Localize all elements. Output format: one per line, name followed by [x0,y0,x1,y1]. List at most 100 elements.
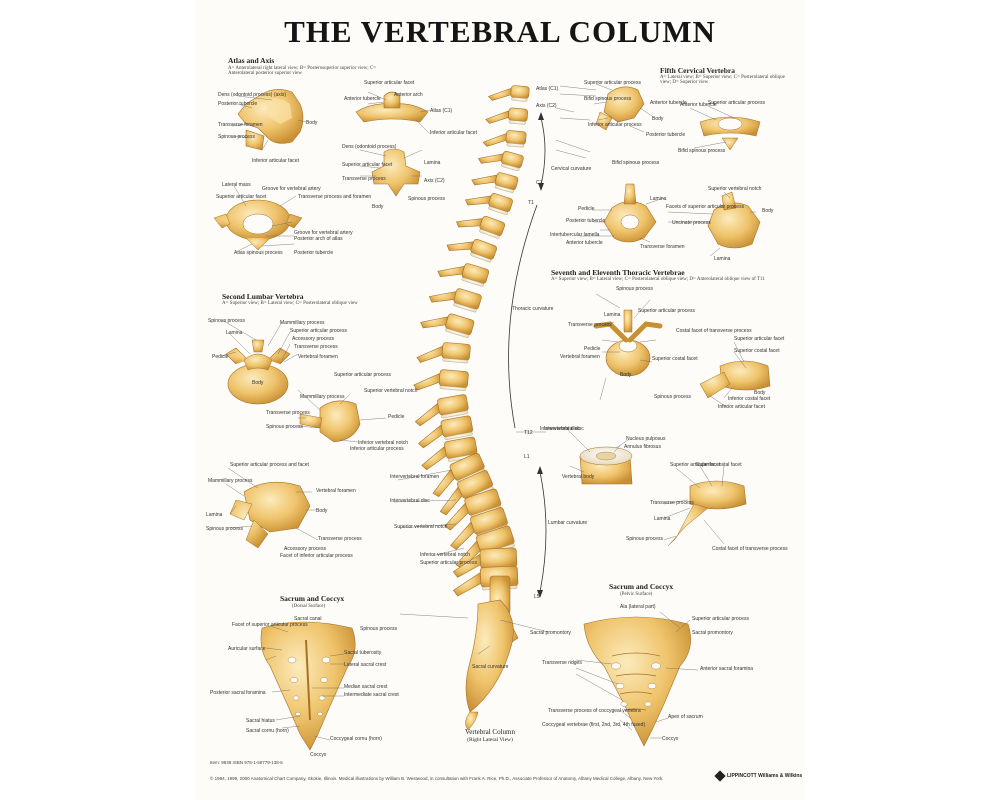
label: Coccyx [662,736,679,742]
second-lumbar-illustrations [225,339,361,549]
label: Inferior articular facet [252,158,299,164]
label: Inferior vertebral notch [420,552,471,558]
poster-title: THE VERTEBRAL COLUMN [284,14,716,49]
label: Superior articular process [420,560,477,566]
label: Sacral canal [294,616,322,622]
label: Superior articular facet [342,162,393,168]
subheading-fifth-cervical: A= Lateral view; B= Superior view; C= Po… [660,75,785,85]
label: Bifid spinous process [678,148,726,154]
label: L5 [534,594,540,600]
label: Body [306,120,318,126]
column-caption-title: Vertebral Column [465,728,515,736]
label: Apex of sacrum [668,714,703,720]
label: Bifid spinous process [584,96,632,102]
label: Inferior articular facet [430,130,477,136]
label: Vertebral body [562,474,595,480]
fifth-cervical-illustrations [595,86,761,249]
heading-fifth-cervical: Fifth Cervical Vertebra [660,66,735,75]
label: Body [252,380,264,386]
label: Intervertebral foramen [390,474,440,480]
vertebra [477,150,524,172]
label: Mammillary process [300,394,345,400]
label: Transverse foramen [640,244,685,250]
label: Superior articular facet [734,336,785,342]
label: Sacral curvature [472,664,509,670]
publisher-logo-icon [714,770,726,782]
label: Superior articular process [290,328,347,334]
vertebra [420,313,475,338]
label: Lumbar curvature [548,520,588,526]
curvature-arrowheads [537,112,544,598]
label: Spinous process [206,526,243,532]
label: Vertebral foramen [560,354,600,360]
label: Facet of inferior articular process [280,553,353,559]
label: Posterior sacral foramina [210,690,266,696]
heading-atlas-axis: Atlas and Axis [228,56,275,65]
label: Spinous process [654,394,691,400]
label: Spinous process [408,196,445,202]
label: Spinous process [360,626,397,632]
label: Transverse process and foramen [298,194,372,200]
label: Anterior sacral foramina [700,666,754,672]
label: Costal facet of transverse process [676,328,752,334]
sacrum-lateral [465,599,514,713]
label: Lateral sacral crest [344,662,387,668]
label: Pedicle [578,206,595,212]
label: Auricular surface [228,646,266,652]
label: Groove for vertebral artery [294,230,353,236]
label: Transverse process [650,500,694,506]
label: Inferior vertebral notch [358,440,409,446]
label: Sacral hiatus [246,718,275,724]
label: Superior vertebral notch [364,388,418,394]
publisher-logo-text: LIPPINCOTT Williams & Wilkins [727,773,803,779]
label: Anterior tubercle [680,102,717,108]
label: Pedicle [584,346,601,352]
label: Body [754,390,766,396]
label: Body [620,372,632,378]
vertebra [413,369,469,391]
sacrum-pelvic-illustration [583,616,691,747]
label: Inferior articular process [588,122,642,128]
label: Lamina [424,160,441,166]
label: Lamina [206,512,223,518]
label: Spinous process [626,536,663,542]
label: Pedicle [388,414,405,420]
label: Intermediate sacral crest [344,692,399,698]
label: Body [652,116,664,122]
label: Coccygeal vertebrae (first, 2nd, 3rd, 4t… [542,722,646,728]
label: Accessory process [292,336,334,342]
label: Superior articular process and facet [230,462,309,468]
label: Costal facet of transverse process [712,546,788,552]
label: Intertubercular lamella [550,232,600,238]
publisher-logo: LIPPINCOTT Williams & Wilkins [714,770,803,782]
label: Sacral promontory [692,630,733,636]
vertebra [485,107,529,125]
label: Body [372,204,384,210]
label: T12 [524,430,533,436]
label: Transverse process [294,344,338,350]
vertebra [482,130,527,148]
vertebral-column-illustration [413,85,530,731]
label: Sacral tuberosity [344,650,382,656]
label: Spinous process [266,424,303,430]
label: Inferior articular facet [718,404,765,410]
label: Lamina [654,516,671,522]
heading-second-lumbar: Second Lumbar Vertebra [222,292,304,301]
vertebra [471,172,519,193]
subheading-thoracic: A= Superior view; B= Lateral view; C= Po… [551,277,765,282]
subheading-sacrum-dorsal: (Dorsal Surface) [292,604,326,609]
heading-sacrum-dorsal: Sacrum and Coccyx [280,594,345,603]
label: Accessory process [284,546,326,552]
subheading-atlas-axis: A= Anterolateral right lateral view; B= … [228,66,377,76]
vertebra [446,238,497,263]
label: Inferior costal facet [728,396,771,402]
label: Lateral mass [222,182,251,188]
vertebra [418,415,473,449]
label: Transverse process [568,322,612,328]
label: Atlas (C1) [430,108,453,114]
label: Spinous process [218,134,255,140]
vertebra [414,394,469,427]
label: T1 [528,200,534,206]
label: Uncinate process [672,220,711,226]
label: Atlas (C1) [536,86,559,92]
